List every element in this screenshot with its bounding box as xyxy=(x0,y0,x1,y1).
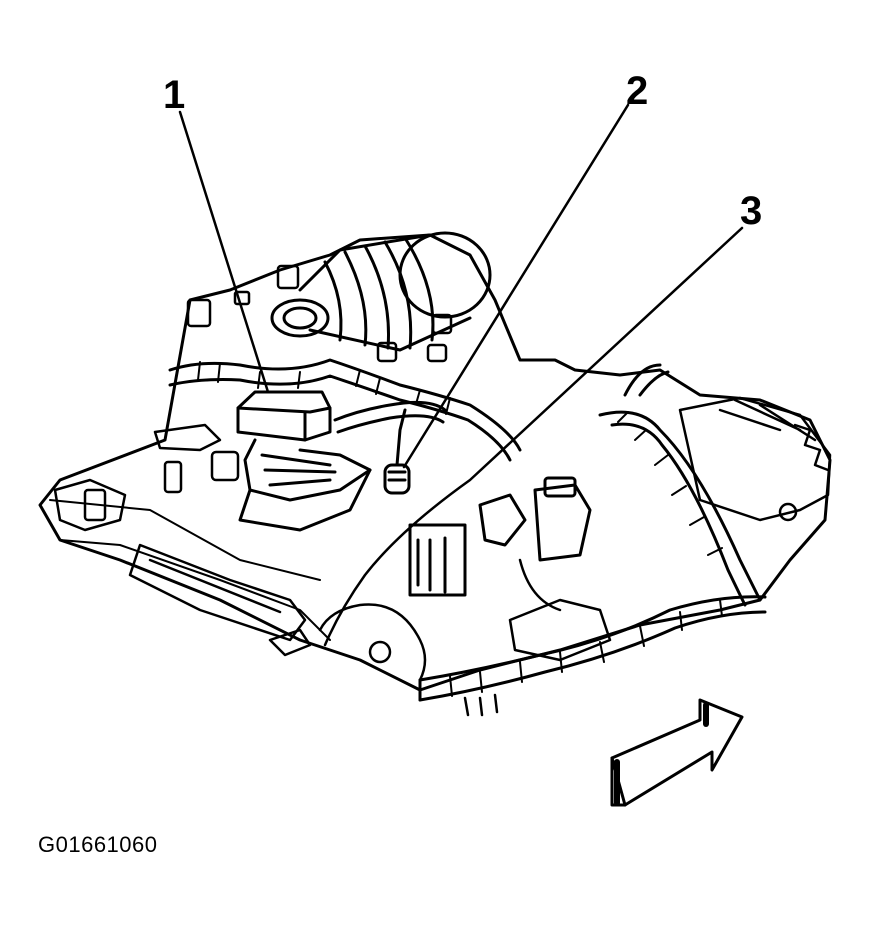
alternator xyxy=(678,396,832,522)
leader-line-3 xyxy=(323,226,744,647)
harness-wraps xyxy=(197,361,723,697)
figure-id: G01661060 xyxy=(38,832,158,857)
direction-arrow-icon xyxy=(610,698,744,807)
left-side-components xyxy=(53,423,307,642)
bolts xyxy=(186,264,453,363)
component-1-module xyxy=(236,390,372,532)
leader-line-1 xyxy=(178,110,270,394)
callout-3: 3 xyxy=(740,189,762,233)
leader-line-2 xyxy=(402,103,630,469)
leader-lines xyxy=(178,103,744,647)
wiring-harness xyxy=(168,358,767,702)
engine-block xyxy=(38,233,832,692)
component-3-sensor xyxy=(408,476,592,597)
air-intake-duct xyxy=(270,231,492,352)
callout-2: 2 xyxy=(626,69,648,113)
component-2-connector xyxy=(383,408,411,495)
lower-components xyxy=(268,558,612,717)
callout-1: 1 xyxy=(163,73,185,117)
